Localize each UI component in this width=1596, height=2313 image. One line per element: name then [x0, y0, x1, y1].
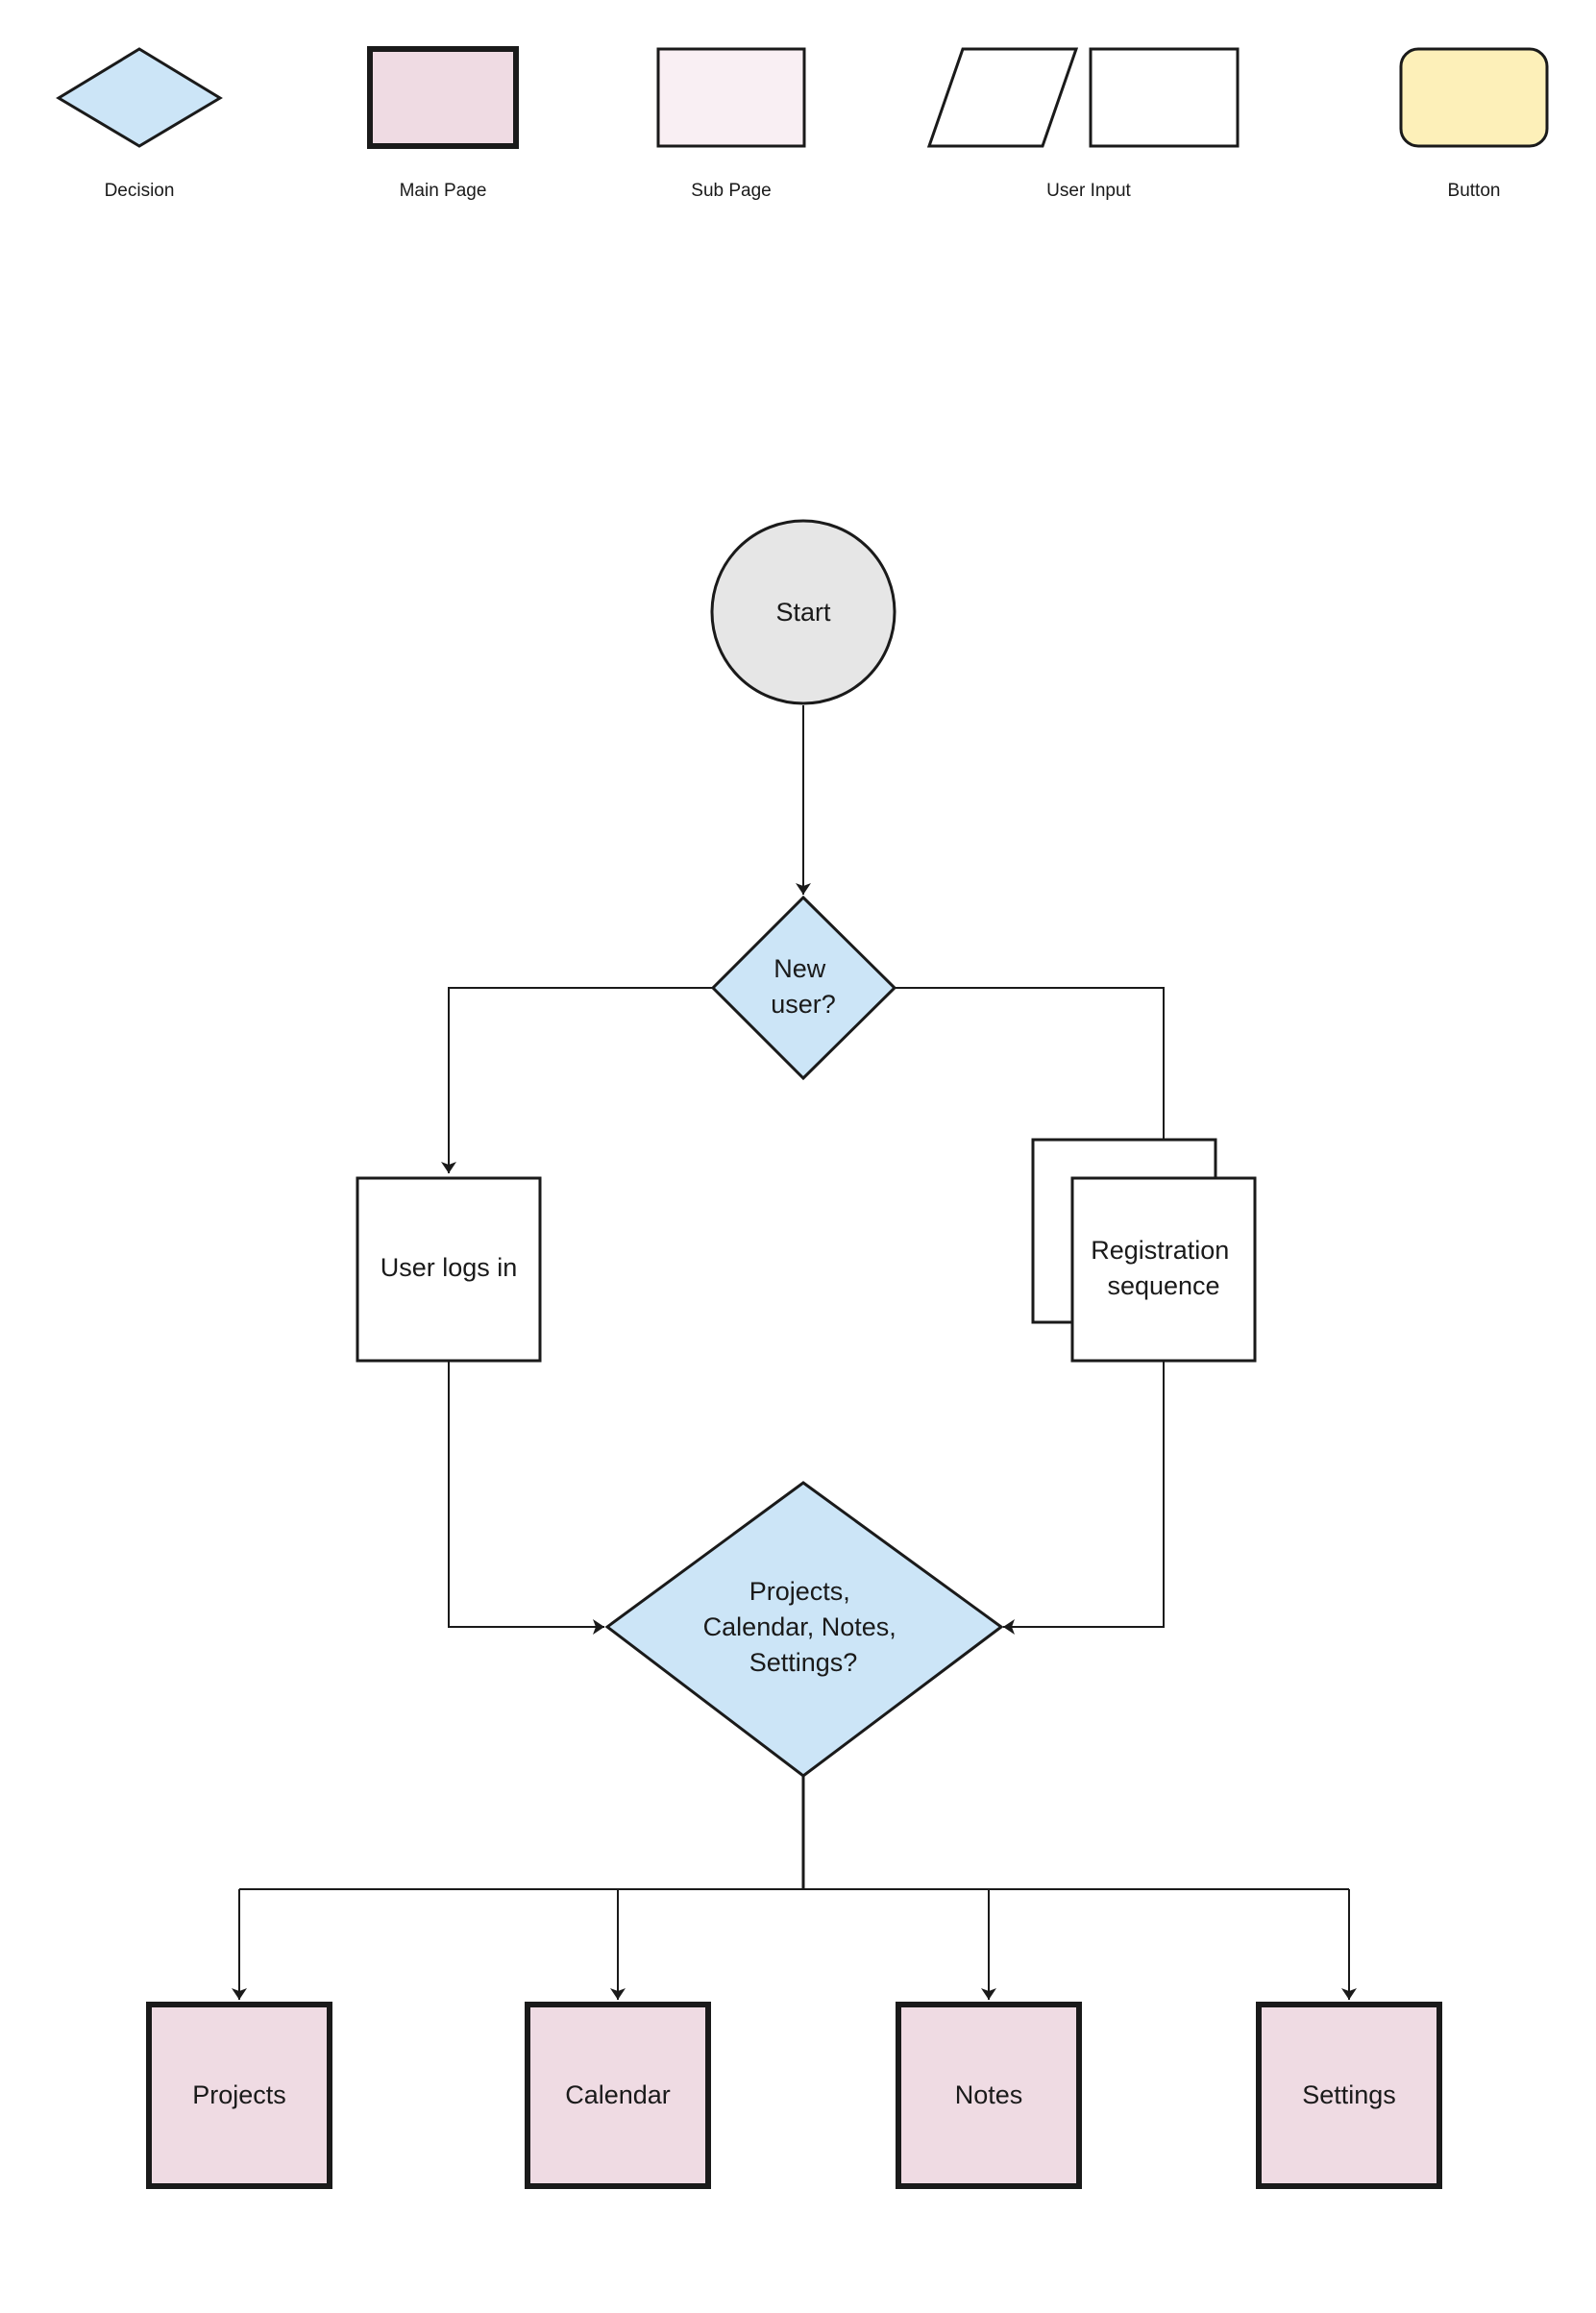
section-choice-label: Projects, Calendar, Notes, Settings?	[703, 1577, 904, 1677]
edge-user-logs-in-to-section-choice	[448, 1361, 604, 1635]
new-user-diamond	[710, 895, 897, 1081]
edge-new-user-to-user-logs-in	[441, 987, 713, 1173]
registration-front-page	[1070, 1176, 1257, 1363]
legend-decision-shape	[56, 47, 223, 148]
node-section-choice-decision: Projects, Calendar, Notes, Settings?	[604, 1481, 1004, 1778]
start-label: Start	[775, 598, 831, 627]
node-calendar: Calendar	[525, 2002, 711, 2189]
settings-box	[1256, 2002, 1442, 2189]
legend-decision: Decision	[56, 47, 223, 201]
legend-sub-page-label: Sub Page	[691, 181, 771, 201]
edge-new-user-to-registration	[896, 987, 1171, 1173]
legend-decision-label: Decision	[105, 181, 175, 201]
legend-user-input: User Input	[926, 47, 1240, 201]
connectors	[232, 705, 1357, 2000]
legend-user-input-box	[1089, 47, 1240, 148]
legend: Decision Main Page Sub Page User Input B…	[56, 46, 1549, 201]
node-start: Start	[710, 519, 896, 705]
projects-label: Projects	[192, 2080, 286, 2109]
projects-box	[146, 2002, 332, 2189]
registration-label: Registration sequence	[1091, 1236, 1237, 1300]
legend-button: Button	[1399, 47, 1549, 201]
section-choice-diamond	[604, 1481, 1004, 1778]
node-user-logs-in: User logs in	[356, 1176, 542, 1363]
legend-main-page: Main Page	[367, 46, 519, 201]
legend-user-input-parallelogram	[926, 47, 1079, 148]
node-projects: Projects	[146, 2002, 332, 2189]
start-circle	[710, 519, 896, 705]
legend-user-input-label: User Input	[1046, 181, 1131, 201]
legend-main-page-label: Main Page	[400, 181, 487, 201]
user-logs-in-box	[356, 1176, 542, 1363]
legend-sub-page: Sub Page	[656, 47, 806, 201]
calendar-box	[525, 2002, 711, 2189]
legend-sub-page-shape	[656, 47, 806, 148]
legend-main-page-shape	[367, 46, 519, 149]
settings-label: Settings	[1302, 2080, 1396, 2109]
legend-button-label: Button	[1448, 181, 1501, 201]
notes-label: Notes	[955, 2080, 1023, 2109]
edge-registration-to-section-choice	[1003, 1361, 1165, 1635]
calendar-label: Calendar	[565, 2080, 671, 2109]
node-notes: Notes	[896, 2002, 1082, 2189]
node-registration-sequence: Registration sequence	[1031, 1138, 1257, 1363]
legend-button-shape	[1399, 47, 1549, 148]
notes-box	[896, 2002, 1082, 2189]
user-logs-in-label: User logs in	[381, 1253, 518, 1282]
node-settings: Settings	[1256, 2002, 1442, 2189]
node-new-user-decision: New user?	[710, 895, 897, 1081]
new-user-label: New user?	[771, 954, 836, 1019]
